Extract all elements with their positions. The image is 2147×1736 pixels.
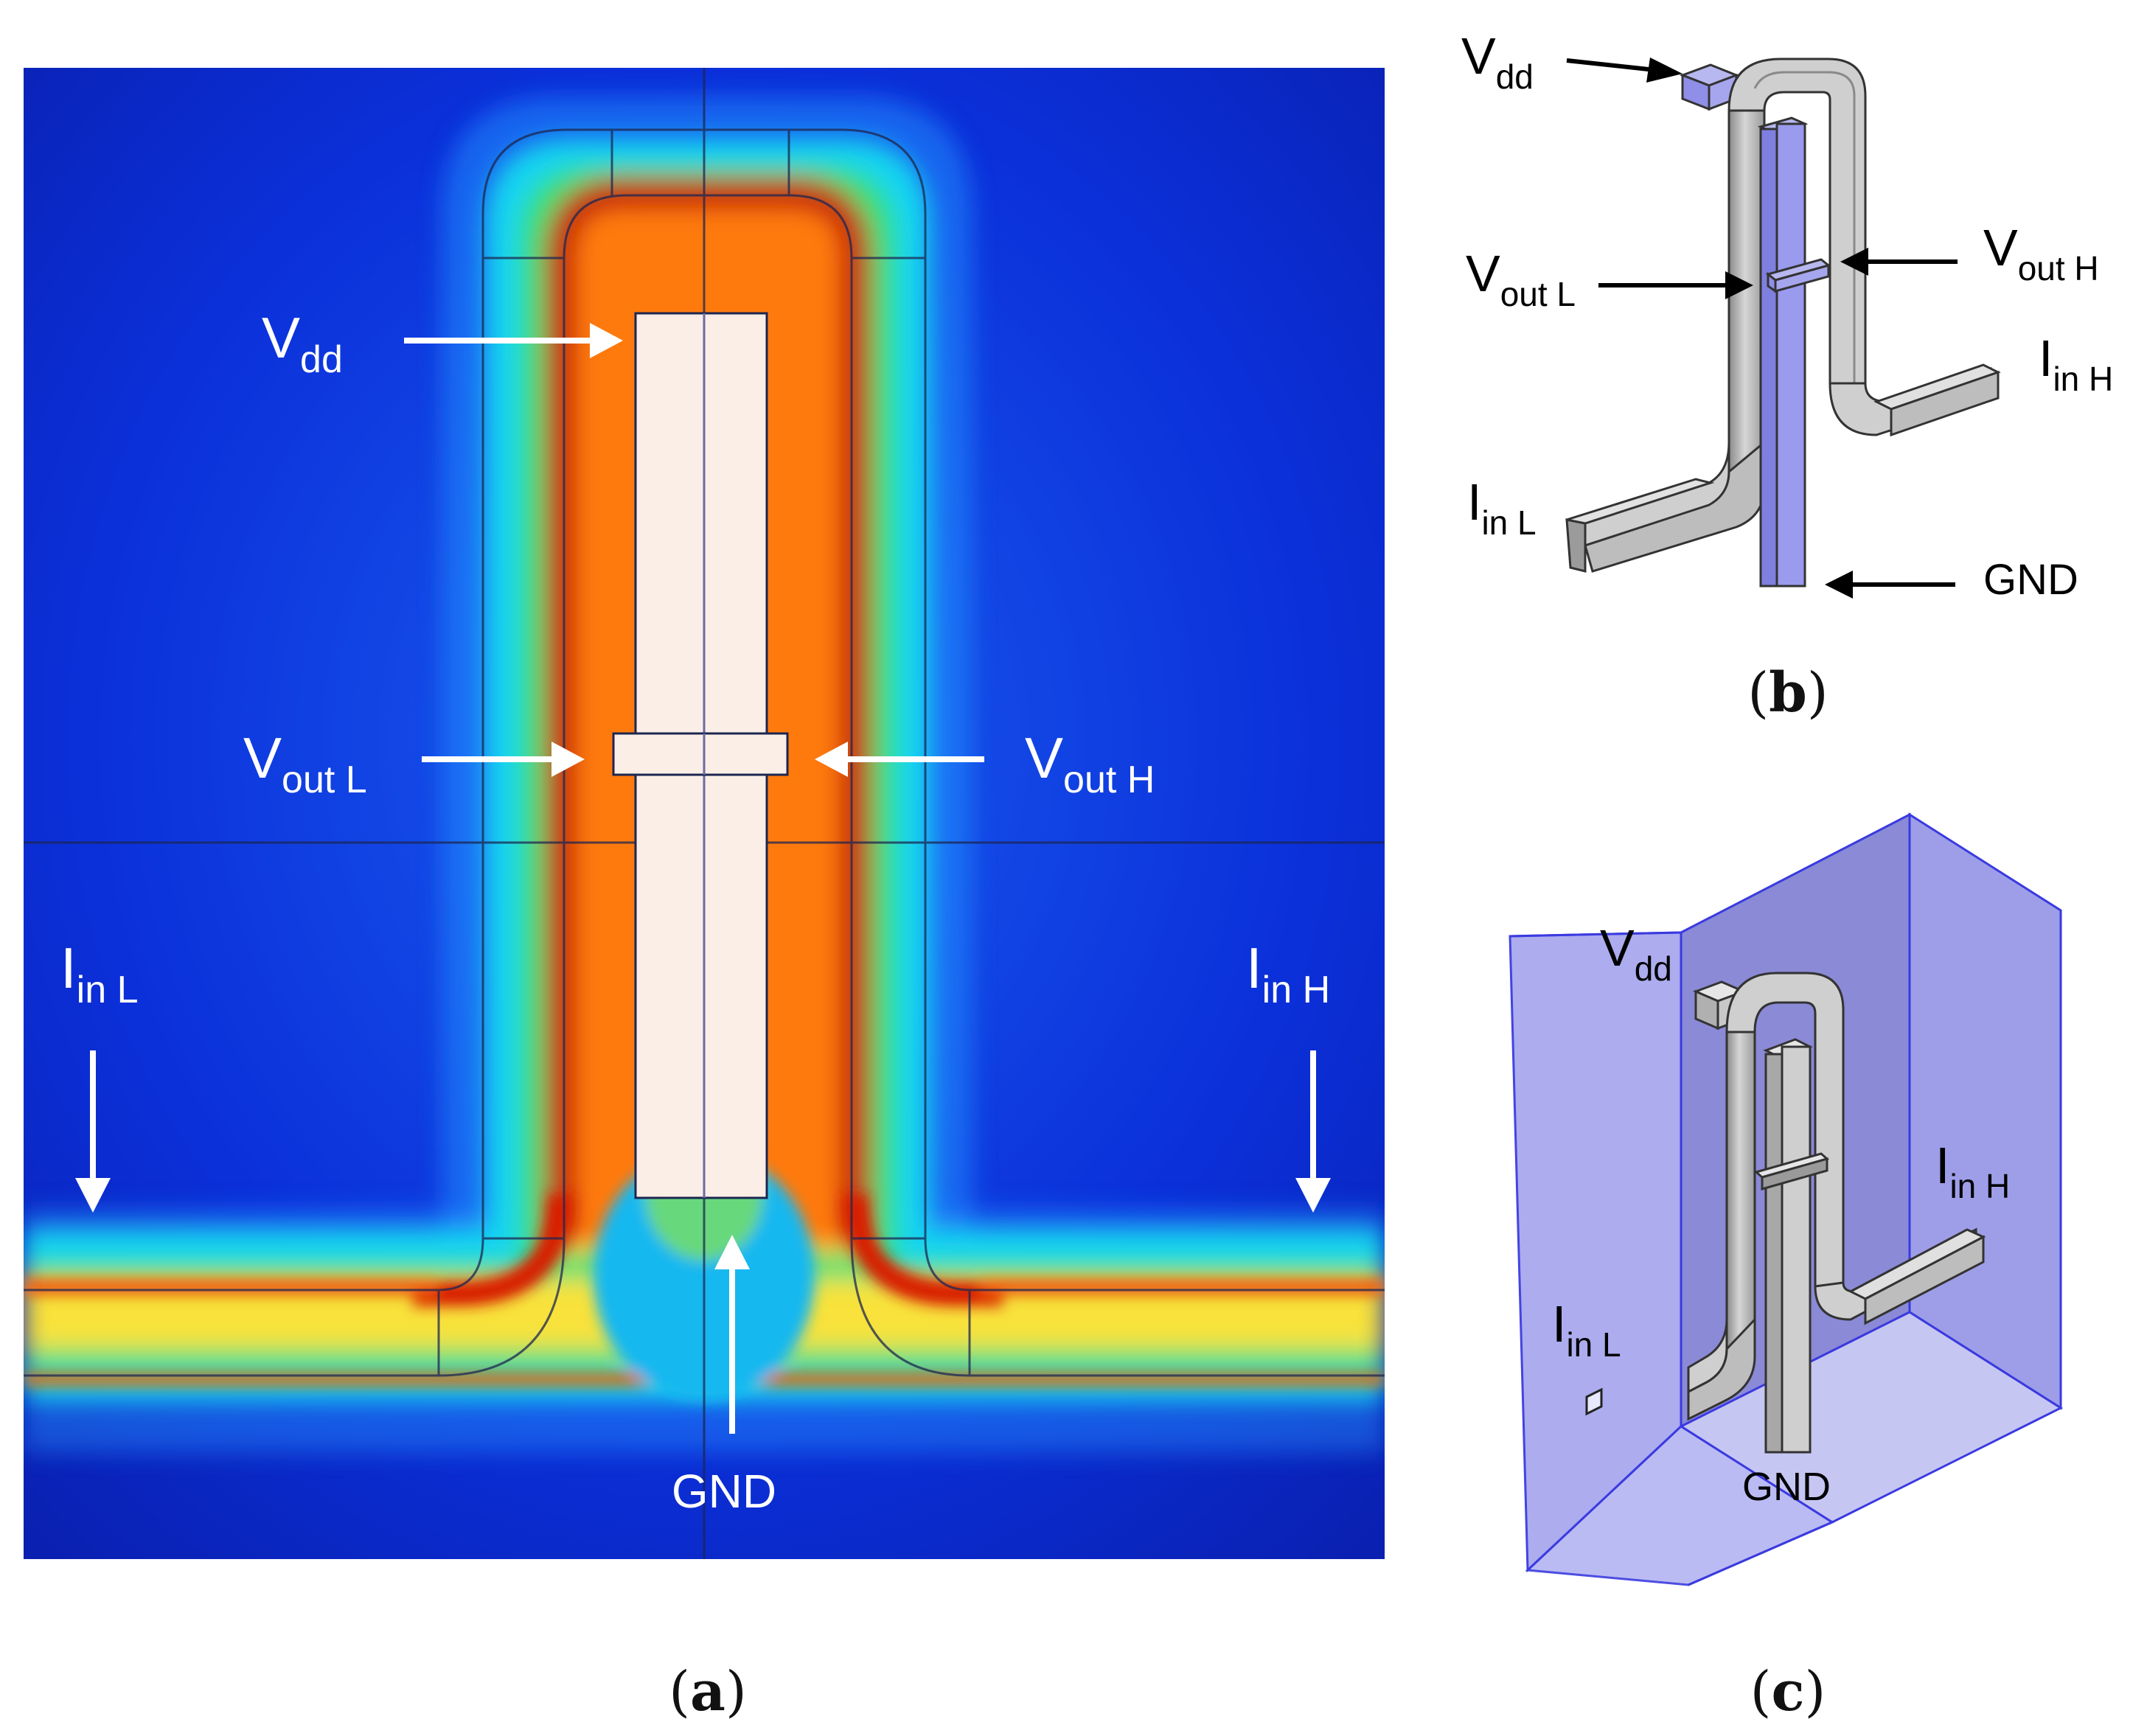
caption-b: (b) xyxy=(1747,661,1828,725)
caption-c: (c) xyxy=(1750,1660,1826,1723)
panel-b-electrode-3d: Vdd Vout L Vout H Iin H Iin L GND (b) xyxy=(1461,27,2113,725)
panel-c-labels: Vdd Iin H Iin L GND xyxy=(1552,919,2010,1509)
label-b-vout-h: Vout H xyxy=(1983,219,2099,287)
label-c-iin-h: Iin H xyxy=(1935,1137,2010,1205)
electrode-c-model xyxy=(1687,972,1986,1454)
panel-a-labels: Vdd Vout L Vout H Iin L Iin H GND xyxy=(60,305,1330,1518)
label-gnd: GND xyxy=(672,1465,776,1518)
iin-l-port xyxy=(1585,1387,1603,1416)
panel-a-field-map: Vdd Vout L Vout H Iin L Iin H GND (a) xyxy=(24,68,1385,1723)
vout-contact-bar xyxy=(612,732,789,776)
label-b-iin-l: Iin L xyxy=(1467,473,1537,542)
label-iin-l: Iin L xyxy=(60,935,139,1011)
label-iin-h: Iin H xyxy=(1246,935,1330,1011)
label-vout-h: Vout H xyxy=(1025,725,1155,801)
caption-a: (a) xyxy=(669,1660,747,1723)
arrow-b-vdd xyxy=(1566,58,1656,72)
label-b-gnd: GND xyxy=(1983,556,2078,604)
panel-c-substrate-model: Vdd Iin H Iin L GND (c) xyxy=(1509,812,2064,1723)
panel-b-arrows xyxy=(1566,57,1958,599)
field-map xyxy=(24,68,1385,1559)
label-b-vout-l: Vout L xyxy=(1466,245,1576,313)
label-vdd: Vdd xyxy=(262,305,343,381)
panel-b-labels: Vdd Vout L Vout H Iin H Iin L GND xyxy=(1461,27,2113,604)
label-vout-l: Vout L xyxy=(243,725,367,801)
electrode-3d-model xyxy=(1565,57,2001,588)
label-b-iin-h: Iin H xyxy=(2039,330,2113,398)
label-c-gnd: GND xyxy=(1742,1465,1831,1509)
label-c-iin-l: Iin L xyxy=(1552,1295,1621,1364)
label-b-vdd: Vdd xyxy=(1461,27,1534,96)
label-c-vdd: Vdd xyxy=(1600,919,1672,988)
panel-a-arrows xyxy=(75,323,1331,1434)
